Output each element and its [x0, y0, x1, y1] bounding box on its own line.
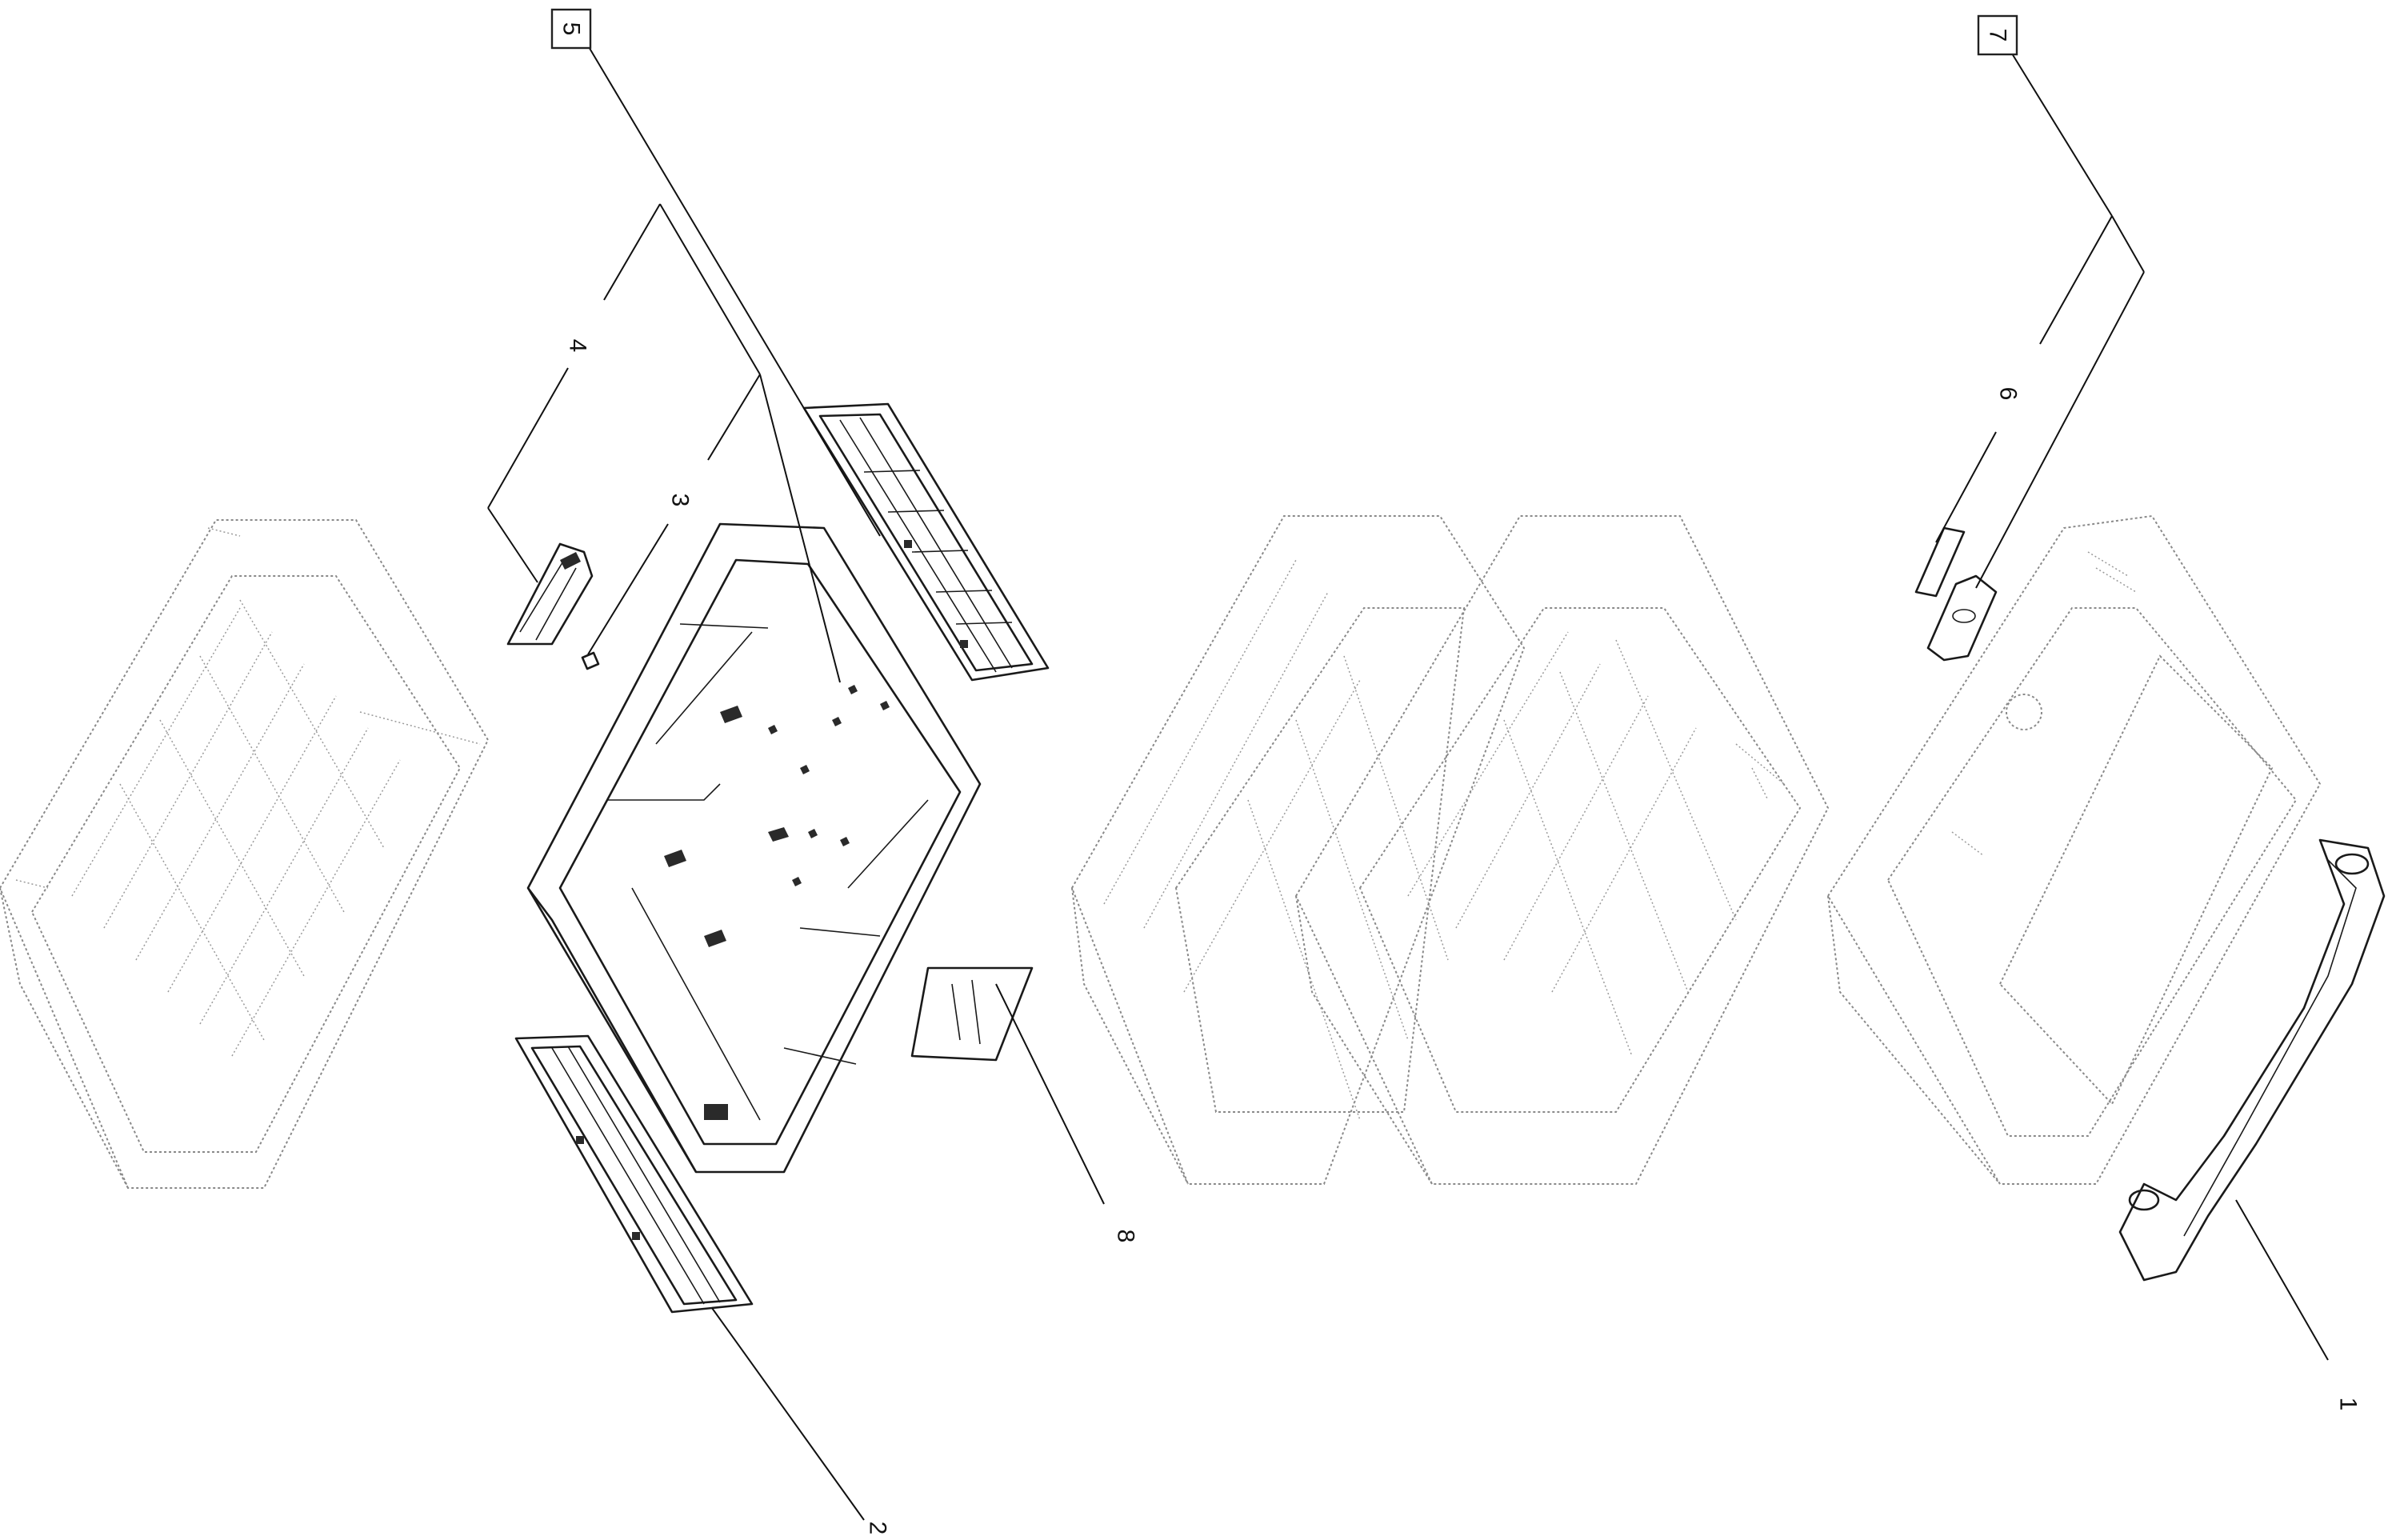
upper-rail [802, 402, 1050, 682]
callout-7: 7 [1977, 14, 2018, 56]
callout-6-label: 6 [1995, 387, 2022, 401]
callout-2-label: 2 [865, 1522, 891, 1535]
leader-lines [487, 41, 2329, 1521]
callout-1-label: 1 [2335, 1398, 2362, 1411]
callout-8-label: 8 [1113, 1230, 1139, 1243]
lower-rail [514, 1034, 754, 1314]
right-case-ghost [1826, 514, 2322, 1185]
label-plate [910, 966, 1034, 1062]
callout-5: 5 [550, 8, 592, 50]
middle-case-ghost-2 [1294, 515, 1830, 1185]
drawer-tray [526, 522, 982, 1174]
callout-7-label: 7 [1985, 29, 2011, 42]
middle-case-ghost-1 [1070, 515, 1526, 1185]
callout-5-label: 5 [558, 22, 585, 36]
spring-part [581, 651, 600, 670]
callout-3-label: 3 [667, 494, 694, 507]
left-case-ghost [0, 519, 490, 1189]
latch-part [506, 542, 594, 646]
carry-handle [2118, 838, 2386, 1282]
lock-clip [1914, 526, 1998, 662]
callout-4-label: 4 [565, 339, 591, 353]
